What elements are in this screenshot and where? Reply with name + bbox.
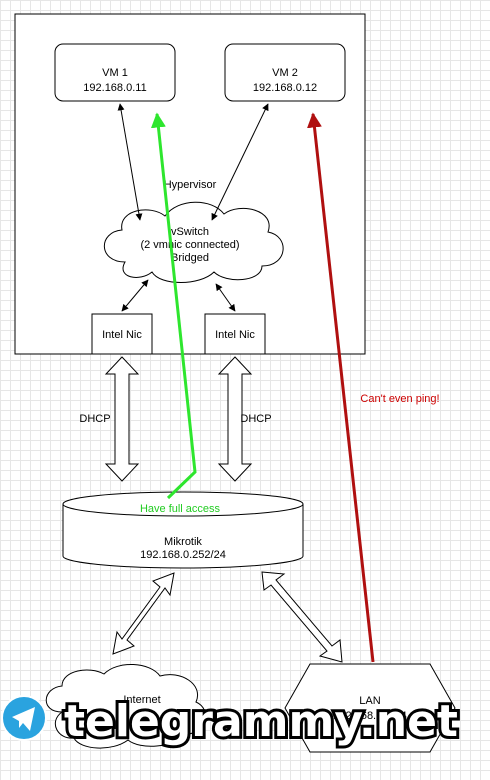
vm2-vswitch-link [211, 103, 269, 221]
vswitch-nic2-link [215, 283, 236, 312]
nic1-node: Intel Nic [91, 313, 153, 355]
internet-label: Internet [123, 694, 160, 706]
vm2-name: VM 2 [272, 67, 298, 79]
mikrotik-name: Mikrotik [164, 536, 202, 548]
mikrotik-lan-arrow [261, 571, 343, 663]
vm1-name: VM 1 [102, 67, 128, 79]
full-access-path [150, 112, 197, 500]
nic2-node: Intel Nic [204, 313, 266, 355]
mikrotik-node: Mikrotik 192.168.0.252/24 [62, 491, 304, 569]
mikrotik-internet-arrow [112, 572, 175, 655]
vm1-ip: 192.168.0.11 [83, 82, 146, 94]
nic2-label: Intel Nic [215, 329, 255, 341]
internet-cloud: Internet [45, 663, 206, 749]
vm1-node: VM 1 192.168.0.11 [54, 43, 176, 102]
watermark-text: telegrammy.net [64, 696, 458, 747]
mikrotik-ip: 192.168.0.252/24 [140, 549, 226, 561]
dhcp-right-arrow [217, 356, 253, 482]
vm2-ip: 192.168.0.12 [253, 82, 317, 94]
dhcp-left-arrow [104, 356, 140, 482]
vswitch-line2: (2 vmnic connected) [140, 239, 239, 251]
no-ping-path [307, 112, 375, 663]
vswitch-line3: Bridged [171, 252, 209, 264]
full-access-label: Have full access [140, 503, 221, 515]
vm2-node: VM 2 192.168.0.12 [224, 43, 346, 102]
lan-label: LAN [359, 695, 380, 707]
nic1-label: Intel Nic [102, 329, 142, 341]
vm1-vswitch-link [117, 103, 143, 221]
dhcp-right-label: DHCP [240, 413, 271, 425]
dhcp-left-label: DHCP [79, 413, 110, 425]
hypervisor-label: Hypervisor [164, 179, 217, 191]
vswitch-nic1-link [121, 279, 149, 312]
vswitch-line1: vSwitch [171, 226, 209, 238]
no-ping-label: Can't even ping! [360, 393, 439, 405]
lan-node: LAN 192.168.0.0/24 [284, 663, 456, 753]
vswitch-cloud: vSwitch (2 vmnic connected) Bridged [103, 201, 284, 283]
watermark: telegrammy.net [1, 693, 461, 750]
lan-subnet: 192.168.0.0/24 [333, 710, 406, 722]
